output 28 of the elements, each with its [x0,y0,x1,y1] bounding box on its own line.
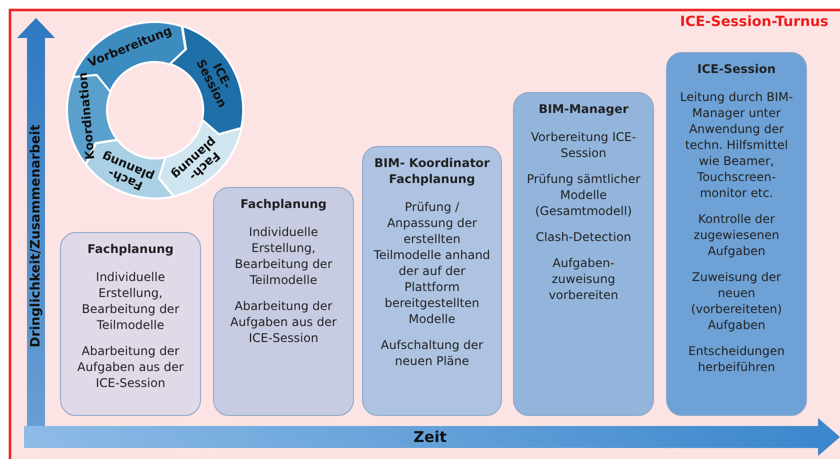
card-text: Prüfung / Anpassung der erstellten Teilmodelle anhand der auf der Plattform bereitgestellten Modelle [373,199,491,327]
title-label: ICE-Session-Turnus [680,14,828,30]
card-heading: BIM-Manager [538,101,630,117]
role-card [513,92,654,416]
segment-label: Koordination [76,70,98,162]
role-card [60,232,201,416]
card-heading: Fachplanung [239,196,328,212]
card-heading: Fachplanung [86,241,175,257]
card-text: Kontrolle der zugewiesenen Aufgaben [692,211,780,259]
card-heading: ICE-Session [696,61,777,77]
role-card [362,146,502,416]
card-text: Aufschaltung der neuen Pläne [380,337,484,369]
card-text: Vorbereitung ICE-Session [530,129,638,161]
card-text: Aufgaben- zuweisung vorbereiten [548,255,620,303]
card-text: Abarbeitung der Aufgaben aus der ICE-Session [76,343,185,391]
card-text: Leitung durch BIM-Manager unter Anwendung der techn. Hilfsmittel wie Beamer, Touchscreen- monitor etc. [679,89,794,201]
card-text: Zuweisung der neuen (vorbereiteten) Aufgaben [690,269,783,333]
card-heading: BIM- Koordinator Fachplanung [373,155,491,187]
card-text: Clash-Detection [534,229,632,245]
role-card [213,187,354,416]
axis-label: Zeit [413,428,447,446]
role-card [666,52,807,416]
card-text: Prüfung sämtlicher Modelle (Gesamtmodell) [526,171,642,219]
card-text: Individuelle Erstellung, Bearbeitung der Teilmodelle [80,269,180,333]
card-text: Abarbeitung der Aufgaben aus der ICE-Session [229,298,338,346]
axis-label: Dringlichkeit/Zusammenarbeit [28,124,44,348]
card-text: Individuelle Erstellung, Bearbeitung der Teilmodelle [234,224,334,288]
card-text: Entscheidungen herbeiführen [687,343,786,375]
